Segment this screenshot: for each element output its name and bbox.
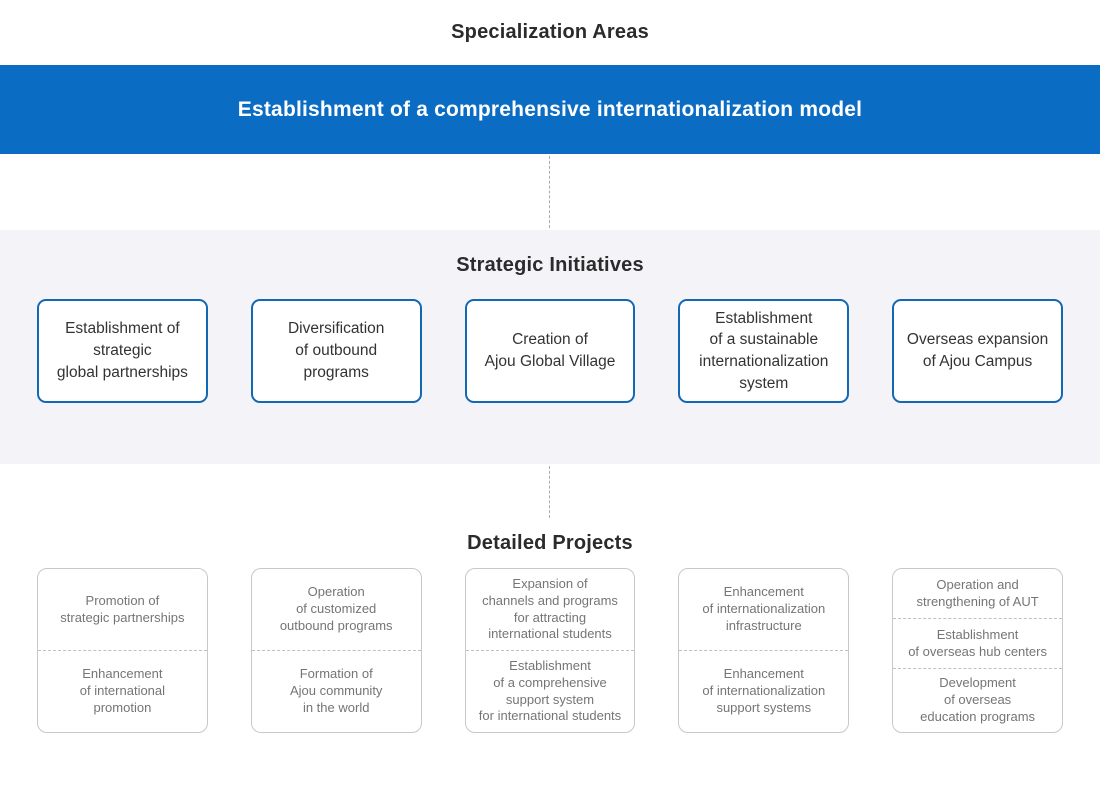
dashed-divider — [893, 618, 1062, 620]
detail-project-label: Enhancement of international promotion — [79, 666, 166, 715]
detail-project-label: Establishment of overseas hub centers — [908, 626, 1047, 659]
detail-project: Development of overseas education progra… — [893, 669, 1062, 732]
dashed-divider — [251, 650, 421, 651]
detail-project: Promotion of strategic partnerships — [38, 569, 207, 650]
dashed-divider — [465, 650, 635, 651]
dashed-connector-line — [549, 156, 550, 228]
detail-project-label: Operation and strengthening of AUT — [916, 576, 1039, 609]
detail-project-label: Enhancement of internationalization supp… — [702, 666, 826, 715]
strategic-initiatives-title: Strategic Initiatives — [456, 254, 644, 276]
strategic-initiatives-row: Establishment of strategic global partne… — [0, 299, 1100, 403]
strategic-box-overseas-expansion: Overseas expansion of Ajou Campus — [892, 299, 1063, 403]
strategic-box-label: Diversification of outbound programs — [287, 320, 385, 381]
detail-project: Formation of Ajou community in the world — [252, 651, 421, 732]
dashed-divider — [679, 650, 849, 651]
detail-project: Establishment of a comprehensive support… — [466, 651, 635, 732]
detailed-projects-title: Detailed Projects — [467, 532, 633, 554]
detail-project: Enhancement of internationalization supp… — [679, 651, 848, 732]
strategic-box-outbound-programs: Diversification of outbound programs — [250, 299, 422, 403]
specialization-banner-label: Establishment of a comprehensive interna… — [237, 97, 863, 121]
specialization-banner: Establishment of a comprehensive interna… — [0, 65, 1100, 154]
detail-project: Expansion of channels and programs for a… — [466, 569, 635, 650]
detail-project-label: Enhancement of internationalization infr… — [702, 584, 826, 633]
strategic-box-label: Creation of Ajou Global Village — [484, 331, 616, 370]
detailed-projects-row: Promotion of strategic partnerships Enha… — [0, 568, 1100, 733]
detail-project-label: Promotion of strategic partnerships — [60, 592, 185, 625]
page-header: Specialization Areas — [0, 0, 1100, 65]
strategic-box-sustainable-system: Establishment of a sustainable internati… — [678, 299, 850, 403]
strategic-box-label: Overseas expansion of Ajou Campus — [906, 331, 1049, 370]
detail-project-label: Establishment of a comprehensive support… — [478, 657, 622, 724]
detail-project: Operation of customized outbound program… — [252, 569, 421, 650]
detail-box-infrastructure: Enhancement of internationalization infr… — [678, 568, 850, 733]
strategic-initiatives-section: Strategic Initiatives Establishment of s… — [0, 230, 1100, 464]
strategic-box-label: Establishment of strategic global partne… — [56, 320, 188, 381]
dashed-divider — [38, 650, 207, 651]
detail-box-partnerships: Promotion of strategic partnerships Enha… — [37, 568, 208, 733]
detail-project-label: Formation of Ajou community in the world — [289, 666, 383, 715]
detail-project-label: Operation of customized outbound program… — [279, 584, 393, 633]
detailed-projects-header: Detailed Projects — [0, 520, 1100, 555]
page-title: Specialization Areas — [451, 21, 649, 43]
strategic-box-global-village: Creation of Ajou Global Village — [464, 299, 636, 403]
detail-box-outbound: Operation of customized outbound program… — [250, 568, 422, 733]
strategic-box-label: Establishment of a sustainable internati… — [699, 309, 829, 392]
detail-box-overseas: Operation and strengthening of AUT Estab… — [892, 568, 1063, 733]
connector-banner-to-strategic — [0, 154, 1100, 230]
detail-project-label: Development of overseas education progra… — [920, 675, 1036, 725]
detail-project-label: Expansion of channels and programs for a… — [482, 575, 618, 642]
detail-project: Establishment of overseas hub centers — [893, 619, 1062, 668]
detail-project: Enhancement of internationalization infr… — [679, 569, 848, 650]
detail-box-international-students: Expansion of channels and programs for a… — [464, 568, 636, 733]
connector-strategic-to-detailed — [0, 464, 1100, 520]
dashed-connector-line — [549, 466, 550, 518]
detail-project: Enhancement of international promotion — [38, 651, 207, 732]
strategic-box-global-partnerships: Establishment of strategic global partne… — [37, 299, 208, 403]
dashed-divider — [893, 668, 1062, 670]
detail-project: Operation and strengthening of AUT — [893, 569, 1062, 618]
